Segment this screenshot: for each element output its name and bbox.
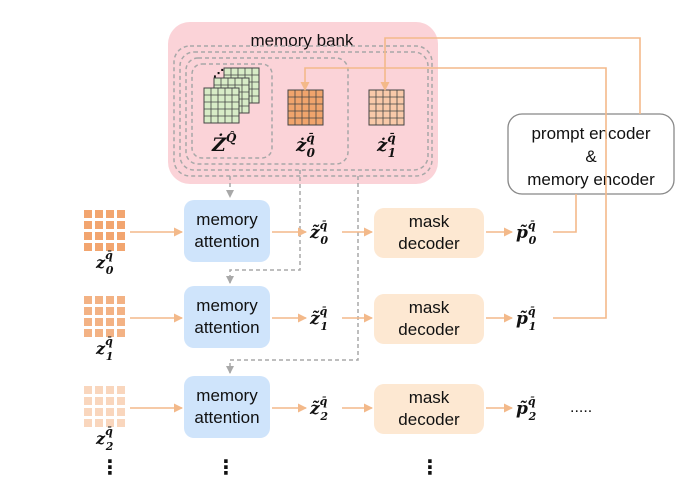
encoder-label-line1: prompt encoder [531,124,650,143]
input-label: zq̄2 [95,425,114,453]
memory-label-z1: żq̄1 [376,131,396,160]
pipeline-row-2: zq̄2 memory attention z̃q̄2 mask decoder p̃q̄2 [84,376,537,453]
input-label: zq̄0 [95,249,114,277]
input-embedding-icon [84,386,125,427]
memory-attention-box [184,200,270,262]
encoder-label-line2: & [585,147,597,166]
attention-label-line2: attention [194,318,259,337]
svg-text:⋰: ⋰ [213,67,224,80]
prompt-memory-encoder-box [507,113,675,195]
mask-decoder-box [374,208,484,258]
pipeline-row-1: zq̄1 memory attention z̃q̄1 mask decoder p̃q̄1 [84,286,536,363]
decoder-label-line1: mask [409,388,450,407]
input-embedding-icon [84,210,125,251]
memory-label-Z: ŻQ̂ [211,130,237,156]
attention-output-label: z̃q̄2 [309,395,328,423]
memory-bank-title: memory bank [251,31,354,50]
memory-grid-z1-icon [368,89,405,126]
memory-attention-box [184,376,270,438]
stacked-memory-grid-icon [203,67,260,124]
decoder-label-line2: decoder [398,234,460,253]
orange-grid [287,89,324,126]
memory-grid-z0-icon [287,89,324,126]
decoder-label-line2: decoder [398,320,460,339]
attention-label-line2: attention [194,408,259,427]
input-label: zq̄1 [95,335,113,363]
decoder-label-line1: mask [409,298,450,317]
pipeline-row-0: zq̄0 memory attention z̃q̄0 mask decoder p̃q̄0 [84,200,537,277]
continuation-dots-decoder: ⋮ [420,455,440,479]
attention-label-line2: attention [194,232,259,251]
mask-decoder-box [374,384,484,434]
orange-grid [368,89,405,126]
feedback-arrows [300,37,641,319]
decoder-label-line1: mask [409,212,450,231]
encoder-label-line3: memory encoder [527,170,655,189]
prediction-output-label: p̃q̄0 [516,219,537,247]
input-embedding-icon [84,296,125,337]
attention-output-label: z̃q̄0 [309,219,328,247]
row-continuation-dots: ..... [570,399,592,416]
memory-read-dashed-arrows [226,170,359,374]
attention-label-line1: memory [196,210,258,229]
attention-label-line1: memory [196,296,258,315]
attention-output-label: z̃q̄1 [309,305,328,333]
prediction-output-label: p̃q̄2 [516,395,537,423]
memory-bank-dashed-outlines [173,45,433,177]
memory-label-z0: żq̄0 [295,131,316,160]
prediction-output-label: p̃q̄1 [516,305,536,333]
continuation-dots-attention: ⋮ [216,455,236,479]
green-grid-front [203,87,240,124]
attention-label-line1: memory [196,386,258,405]
continuation-dots-input: ⋮ [100,455,120,479]
memory-attention-box [184,286,270,348]
decoder-label-line2: decoder [398,410,460,429]
mask-decoder-box [374,294,484,344]
